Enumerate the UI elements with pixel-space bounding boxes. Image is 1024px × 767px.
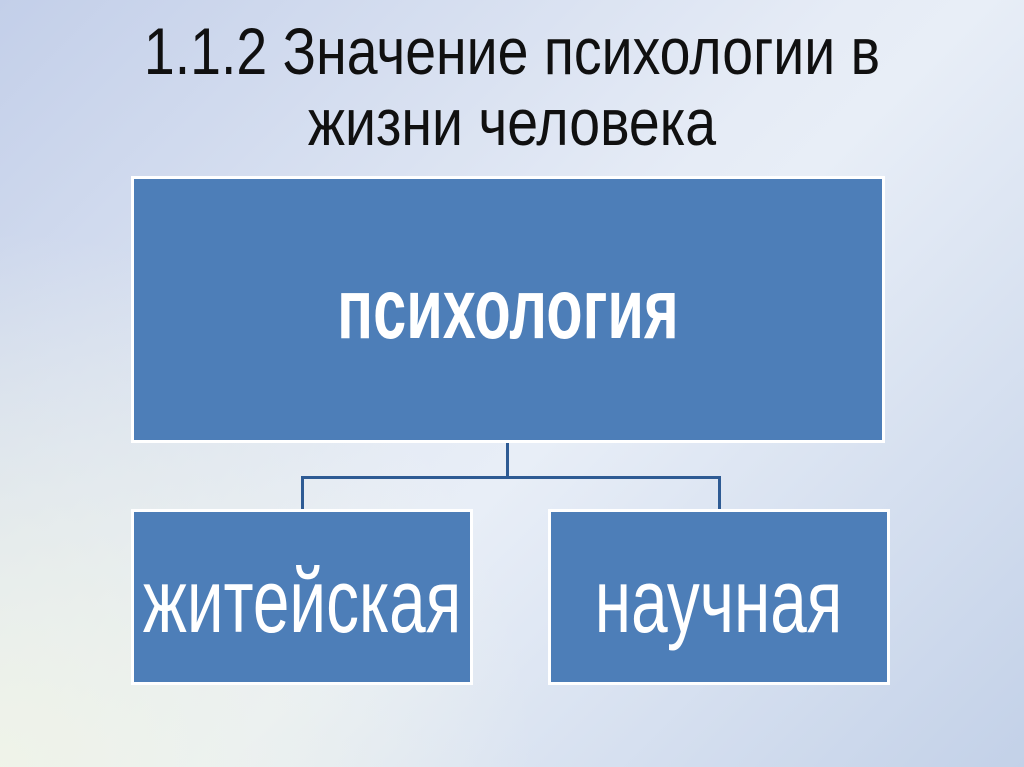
diagram-root-box: психология (131, 176, 885, 443)
connector-drop-right (718, 476, 721, 509)
slide-title: 1.1.2 Значение психологии в жизни челове… (82, 16, 942, 158)
diagram-child-label-everyday: житейская (142, 551, 462, 652)
diagram-child-box-scientific: научная (548, 509, 890, 685)
connector-drop-left (301, 476, 304, 509)
diagram-child-box-everyday: житейская (131, 509, 473, 685)
connector-stem (506, 443, 509, 478)
slide-title-line-2: жизни человека (307, 85, 717, 159)
connector-horizontal-bar (301, 476, 721, 479)
slide-title-line-1: 1.1.2 Значение психологии в (143, 14, 881, 88)
diagram-root-label: психология (337, 261, 679, 357)
diagram-child-label-scientific: научная (595, 551, 843, 652)
